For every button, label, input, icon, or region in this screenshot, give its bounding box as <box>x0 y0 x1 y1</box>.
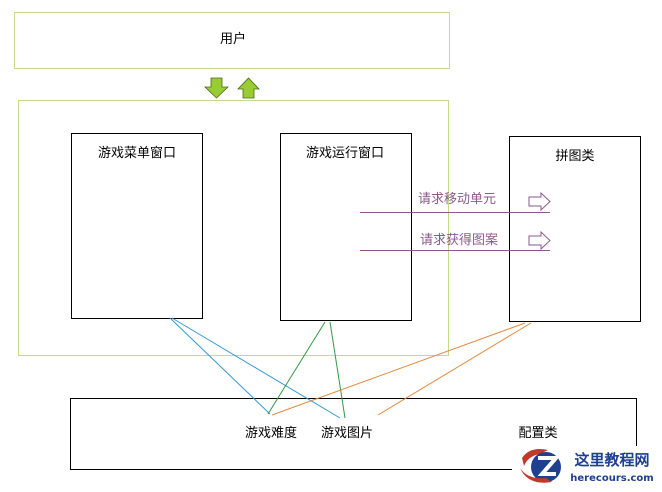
puzzle-class-label: 拼图类 <box>555 149 594 164</box>
watermark-site: herecours.com <box>570 473 653 484</box>
hollow-right-arrow-icon <box>528 191 551 212</box>
puzzle-class-box <box>509 136 641 322</box>
run-to-difficulty <box>267 321 326 415</box>
menu-window-box <box>71 133 203 319</box>
puzzle-to-picture <box>377 322 532 416</box>
get-pattern-message: 请求获得图案 <box>420 232 498 248</box>
user-box <box>14 12 450 69</box>
watermark-title: 这里教程网 <box>574 451 649 469</box>
config-class-label: 配置类 <box>518 426 557 441</box>
run-window-label: 游戏运行窗口 <box>306 145 384 161</box>
ui-layer-box <box>18 100 449 356</box>
hollow-right-arrow-icon <box>528 230 551 251</box>
down-arrow-icon <box>204 77 229 99</box>
watermark-logo: 这里教程网 herecours.com <box>512 446 662 488</box>
run-to-picture <box>329 321 346 419</box>
picture-label: 游戏图片 <box>321 426 373 441</box>
move-unit-message: 请求移动单元 <box>418 192 496 207</box>
puzzle-to-difficulty <box>271 322 526 416</box>
up-arrow-icon <box>237 77 260 99</box>
menu-window-label: 游戏菜单窗口 <box>98 145 176 161</box>
menu-to-difficulty <box>169 317 271 415</box>
run-window-box <box>280 133 412 321</box>
user-label: 用户 <box>220 31 246 47</box>
menu-to-picture <box>171 317 341 419</box>
difficulty-label: 游戏难度 <box>245 425 297 441</box>
